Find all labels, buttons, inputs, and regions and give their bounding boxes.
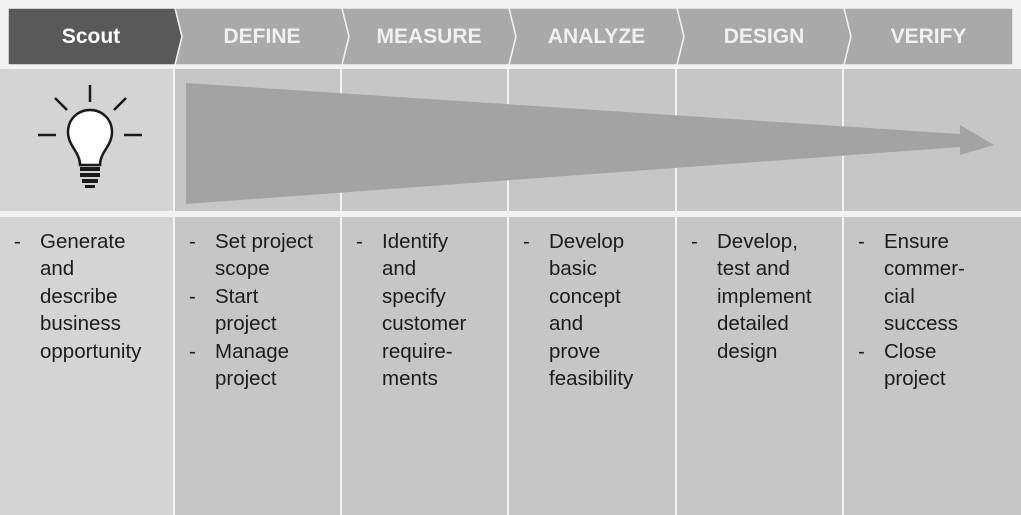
bullet-dash: -: [691, 230, 698, 253]
phase-label-scout: Scout: [61, 25, 121, 48]
activity-text: Develop basic concept and prove feasibil…: [549, 230, 634, 391]
activity-text: Start project: [215, 284, 277, 336]
activity-item: -Start project: [189, 283, 336, 338]
activity-text: Close project: [884, 339, 946, 391]
bullet-dash: -: [523, 230, 530, 253]
activity-item: -Generate and describe business opportun…: [14, 228, 169, 365]
bullet-dash: -: [189, 284, 196, 308]
bullet-dash: -: [14, 230, 21, 253]
bullet-dash: -: [189, 339, 196, 363]
phase-label-design: DESIGN: [723, 25, 805, 48]
bullet-dash: -: [858, 339, 865, 363]
phase-label-analyze: ANALYZE: [547, 25, 646, 48]
phase-label-define: DEFINE: [223, 25, 301, 48]
activity-list-design: -Develop, test and implement detailed de…: [691, 228, 838, 365]
activity-text: Ensure commer- cial success: [884, 230, 965, 336]
phase-label-verify: VERIFY: [890, 25, 967, 48]
activity-list-measure: -Identify and specify customer require- …: [356, 228, 503, 392]
activity-item: -Develop basic concept and prove feasibi…: [523, 228, 671, 392]
activity-item: -Set project scope: [189, 228, 336, 283]
activity-text: Generate and describe business opportuni…: [40, 230, 142, 363]
bullet-dash: -: [356, 230, 363, 253]
activity-item: -Develop, test and implement detailed de…: [691, 228, 838, 365]
lightbulb-icon: [38, 85, 142, 188]
activity-text: Develop, test and implement detailed des…: [717, 230, 812, 363]
activity-item: -Ensure commer- cial success: [858, 228, 1017, 338]
activity-item: -Close project: [858, 338, 1017, 393]
activity-text: Identify and specify customer require- m…: [382, 230, 467, 391]
phase-chevron-verify: [843, 7, 1014, 66]
activity-list-verify: -Ensure commer- cial success-Close proje…: [858, 228, 1017, 392]
bullet-dash: -: [858, 230, 865, 253]
phase-label-measure: MEASURE: [376, 25, 482, 48]
activity-list-analyze: -Develop basic concept and prove feasibi…: [523, 228, 671, 392]
activity-list-define: -Set project scope-Start project-Manage …: [189, 228, 336, 392]
activity-item: -Identify and specify customer require- …: [356, 228, 503, 392]
tapering-arrow-icon: [186, 83, 994, 204]
activity-text: Manage project: [215, 339, 290, 391]
phase-header-bar: [7, 7, 1014, 66]
row-divider: [0, 211, 1021, 217]
bullet-dash: -: [189, 230, 196, 253]
activity-text: Set project scope: [215, 230, 313, 281]
activity-list-scout: -Generate and describe business opportun…: [14, 228, 169, 365]
activity-item: -Manage project: [189, 338, 336, 393]
